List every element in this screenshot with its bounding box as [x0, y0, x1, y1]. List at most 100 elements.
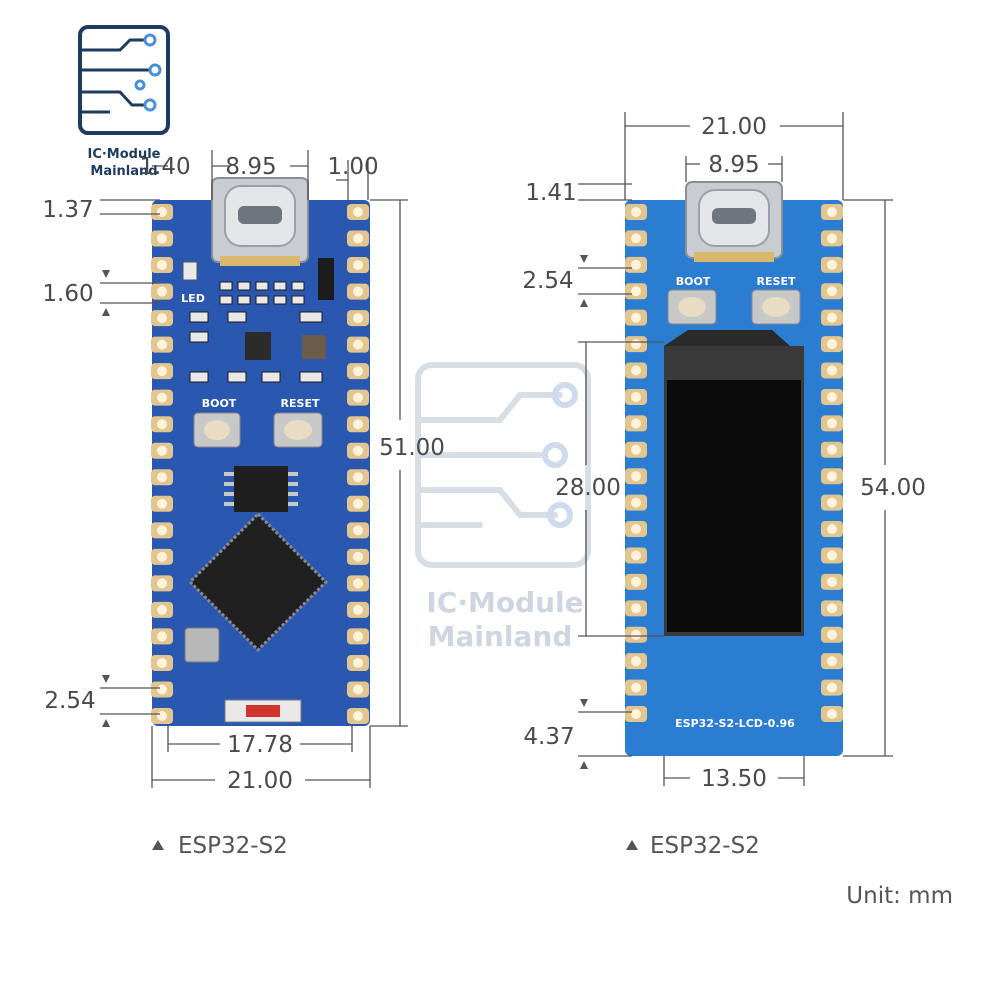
pin-hole: [353, 392, 363, 403]
pin-hole: [353, 260, 363, 271]
pin-hole: [353, 366, 363, 377]
pin-hole: [827, 682, 837, 693]
pin-hole: [157, 578, 167, 589]
pin-hole: [353, 286, 363, 297]
pin-hole: [353, 339, 363, 350]
pin-hole: [827, 524, 837, 535]
right-dimensions: 21.00 8.95 1.41 2.54 28.00 54.00 4.37: [522, 112, 926, 792]
pin-hole: [353, 657, 363, 668]
left-reset-label: RESET: [281, 397, 320, 410]
pin-hole: [157, 604, 167, 615]
right-dim-pin-pitch: 2.54: [522, 268, 573, 294]
left-dim-row-spacing: 17.78: [227, 732, 293, 758]
left-pin-row-right: [347, 204, 369, 724]
led-label: LED: [181, 292, 205, 305]
pin-hole: [631, 365, 641, 376]
pin-hole: [827, 656, 837, 667]
right-caption: ESP32-S2: [650, 833, 760, 859]
pin-hole: [827, 286, 837, 297]
pin-hole: [631, 629, 641, 640]
pin-hole: [157, 472, 167, 483]
pin-hole: [827, 444, 837, 455]
pin-hole: [827, 312, 837, 323]
pin-hole: [157, 445, 167, 456]
flash-chip: [224, 466, 298, 512]
pin-hole: [353, 631, 363, 642]
right-dim-width: 21.00: [701, 114, 767, 140]
left-board: LED BOOT RESET: [151, 177, 370, 726]
watermark-line2: Mainland: [428, 620, 573, 653]
pin-hole: [353, 313, 363, 324]
usb-c-connector: [211, 177, 309, 266]
pin-hole: [827, 233, 837, 244]
pin-hole: [353, 604, 363, 615]
pin-hole: [827, 603, 837, 614]
pin-hole: [827, 339, 837, 350]
pin-hole: [631, 259, 641, 270]
left-dim-width: 21.00: [227, 768, 293, 794]
pin-hole: [827, 365, 837, 376]
left-pin-row-left: [151, 204, 173, 724]
inductor: [302, 335, 326, 359]
pin-hole: [353, 578, 363, 589]
right-boot-label: BOOT: [676, 275, 711, 288]
pin-hole: [353, 233, 363, 244]
right-caption-triangle-icon: [626, 840, 638, 850]
logo-line1: IC·Module: [87, 147, 160, 162]
pin-hole: [157, 551, 167, 562]
pin-hole: [157, 419, 167, 430]
watermark-line1: IC·Module: [426, 586, 583, 619]
esp32-s2-chip: [187, 511, 329, 653]
pin-hole: [827, 418, 837, 429]
pin-hole: [157, 711, 167, 721]
left-dim-top-left: 1.40: [139, 154, 190, 180]
pin-hole: [827, 576, 837, 587]
left-dim-pin-pitch: 1.60: [42, 281, 93, 307]
pin-hole: [827, 629, 837, 640]
pin-hole: [631, 656, 641, 667]
right-board: BOOT RESET ESP32-S2-LCD-0.96: [625, 181, 843, 756]
right-dim-usb-width: 8.95: [708, 152, 759, 178]
right-usb-c-connector: [685, 181, 783, 262]
pin-hole: [157, 392, 167, 403]
pin-hole: [353, 472, 363, 483]
left-dim-usb-width: 8.95: [225, 154, 276, 180]
pin-hole: [631, 444, 641, 455]
left-dim-pin-bottom: 2.54: [44, 688, 95, 714]
pin-hole: [631, 576, 641, 587]
right-pin-row-left: [625, 204, 647, 722]
right-dim-bottom: 4.37: [523, 724, 574, 750]
pin-hole: [631, 709, 641, 719]
pin-hole: [631, 391, 641, 402]
right-dim-pin-top: 1.41: [525, 180, 576, 206]
right-pin-row-right: [821, 204, 843, 722]
pin-hole: [157, 339, 167, 350]
pin-hole: [631, 312, 641, 323]
pin-hole: [827, 391, 837, 402]
pin-hole: [631, 524, 641, 535]
right-reset-label: RESET: [757, 275, 796, 288]
regulator-chip: [245, 332, 271, 360]
pin-hole: [631, 418, 641, 429]
pin-hole: [827, 259, 837, 270]
brand-logo: IC·Module Mainland: [78, 25, 170, 179]
right-boot-button: [667, 289, 717, 325]
pin-hole: [157, 498, 167, 509]
left-dimensions: 1.40 8.95 1.00 1.37 1.60 2.54 51.00 17.7…: [42, 150, 445, 794]
left-boot-button: [193, 412, 241, 448]
right-model-label: ESP32-S2-LCD-0.96: [675, 717, 795, 730]
pin-hole: [827, 550, 837, 561]
pin-hole: [157, 286, 167, 297]
pin-hole: [157, 631, 167, 642]
pin-hole: [353, 419, 363, 430]
pin-hole: [157, 313, 167, 324]
pin-hole: [353, 445, 363, 456]
pin-hole: [157, 233, 167, 244]
diode-component: [318, 258, 334, 300]
pin-hole: [353, 684, 363, 695]
pin-hole: [631, 207, 641, 217]
pin-hole: [157, 207, 167, 217]
right-dim-lcd-height: 28.00: [555, 475, 621, 501]
pin-hole: [631, 233, 641, 244]
pin-hole: [827, 497, 837, 508]
